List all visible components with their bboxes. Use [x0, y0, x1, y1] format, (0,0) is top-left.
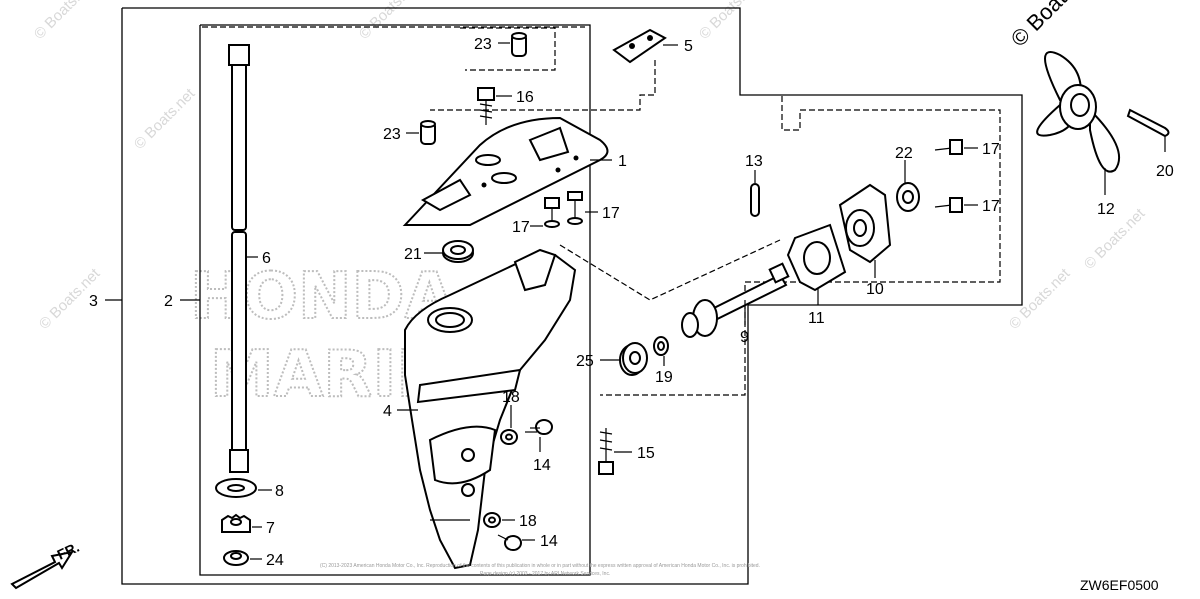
seal-22: [896, 182, 920, 212]
part-label-11[interactable]: 11: [808, 310, 825, 327]
part-label-19[interactable]: 19: [655, 369, 673, 386]
part-label-18a[interactable]: 18: [502, 389, 520, 406]
corner-watermark: © Boats: [1006, 0, 1079, 52]
bolt-14-a: [525, 419, 553, 435]
extension-case-4: [404, 248, 577, 570]
group-frame-23: [460, 27, 556, 71]
bolt-17-c: [934, 139, 963, 155]
part-label-6[interactable]: 6: [262, 250, 271, 267]
shaft-9: [681, 262, 790, 338]
inner-frame: [199, 24, 591, 576]
watermark: © Boats.net: [1081, 205, 1149, 273]
part-label-9[interactable]: 9: [740, 329, 749, 346]
propeller-12: [1036, 51, 1120, 173]
group-frame-link: [559, 239, 781, 301]
part-label-15[interactable]: 15: [637, 445, 655, 462]
part-label-17a[interactable]: 17: [602, 205, 620, 222]
part-label-17d[interactable]: 17: [982, 198, 1000, 215]
bolt-16: [477, 87, 495, 125]
bolt-17-d: [934, 197, 963, 213]
washer-8: [215, 478, 257, 498]
part-label-20[interactable]: 20: [1156, 163, 1174, 180]
part-label-14b[interactable]: 14: [540, 533, 558, 550]
part-label-16[interactable]: 16: [516, 89, 534, 106]
part-label-12[interactable]: 12: [1097, 201, 1115, 218]
cotter-pin-20: [1126, 108, 1170, 138]
part-label-22[interactable]: 22: [895, 145, 913, 162]
watermark: © Boats.net: [131, 85, 199, 153]
bolt-17-b: [544, 197, 560, 228]
watermark: © Boats.net: [31, 0, 99, 43]
part-label-14a[interactable]: 14: [533, 457, 551, 474]
extension-plate-1: [402, 116, 609, 226]
part-label-24[interactable]: 24: [266, 552, 284, 569]
nut-24: [223, 550, 249, 566]
bolt-15: [598, 428, 614, 475]
part-label-18b[interactable]: 18: [519, 513, 537, 530]
bearing-21: [442, 240, 474, 263]
collar-23-left: [420, 120, 436, 145]
driveshaft: [228, 44, 250, 473]
part-label-1[interactable]: 1: [618, 153, 627, 170]
part-label-23a[interactable]: 23: [474, 36, 492, 53]
bolt-17-a: [567, 191, 583, 225]
watermark: © Boats.net: [1006, 265, 1074, 333]
washer-18-b: [483, 512, 501, 528]
bolt-14-b: [497, 534, 522, 551]
diagram-code: ZW6EF0500: [1080, 577, 1159, 593]
part-label-17c[interactable]: 17: [982, 141, 1000, 158]
watermark: © Boats.net: [696, 0, 764, 43]
bearing-25: [619, 342, 648, 376]
collar-23-top: [511, 32, 527, 57]
part-label-4[interactable]: 4: [383, 403, 392, 420]
forward-arrow-icon: [10, 550, 75, 590]
part-label-5[interactable]: 5: [684, 38, 693, 55]
copyright-line1: (C) 2013-2023 American Honda Motor Co., …: [320, 563, 760, 569]
part-label-25[interactable]: 25: [576, 353, 594, 370]
part-label-7[interactable]: 7: [266, 520, 275, 537]
group-frame-waterpump: [600, 96, 1001, 396]
part-label-8[interactable]: 8: [275, 483, 284, 500]
pin-13: [750, 183, 760, 217]
part-label-3[interactable]: 3: [89, 293, 98, 310]
gear-7: [221, 513, 251, 533]
washer-18-a: [500, 429, 518, 445]
part-label-10[interactable]: 10: [866, 281, 884, 298]
part-label-2[interactable]: 2: [164, 293, 173, 310]
plate-5: [612, 28, 667, 64]
part-label-17b[interactable]: 17: [512, 219, 530, 236]
outer-frame: [121, 7, 1023, 585]
washer-19: [653, 336, 669, 356]
part-label-23b[interactable]: 23: [383, 126, 401, 143]
group-frame-5: [430, 60, 656, 111]
part-label-13[interactable]: 13: [745, 153, 763, 170]
copyright-line2: Page design (c) 2003 - 2017 by ARI Netwo…: [480, 571, 610, 577]
direction-label: FR.: [55, 539, 82, 563]
watermark: © Boats.net: [356, 0, 424, 43]
water-pump-10: [838, 183, 892, 264]
part-label-21[interactable]: 21: [404, 246, 422, 263]
gasket-11: [786, 223, 847, 292]
